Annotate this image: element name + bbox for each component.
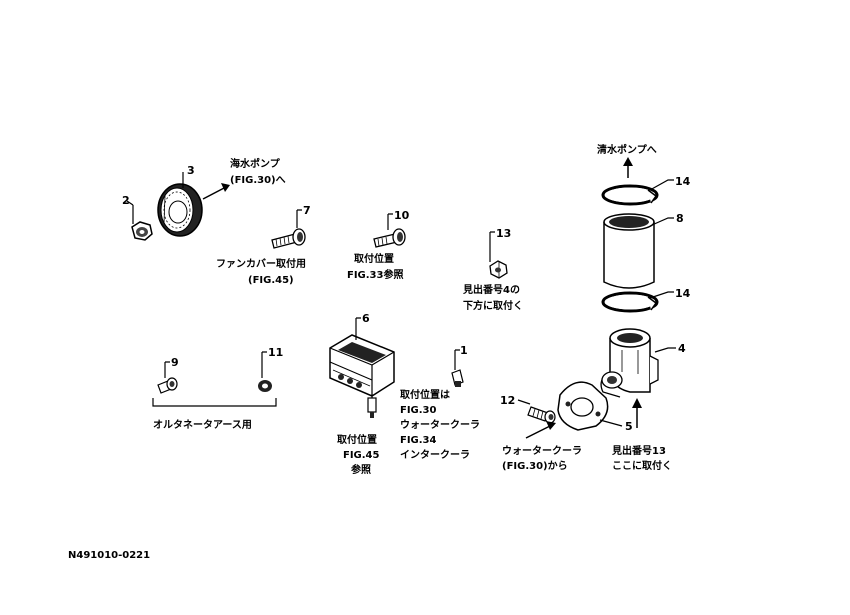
arrow-to-seawater-pump (202, 183, 230, 200)
part-14-clamp-lower (601, 291, 659, 313)
leader-2 (126, 200, 134, 224)
leader-8 (651, 217, 674, 226)
part-4-elbow-housing (600, 328, 659, 398)
part-12-bolt (527, 406, 556, 424)
part-1-fitting (451, 369, 464, 387)
callout-14-lower: 14 (675, 287, 691, 300)
leader-9 (164, 361, 170, 378)
part-10-bolt (373, 228, 406, 248)
leader-13 (489, 231, 495, 262)
label-mount-note-5: インタークーラ (400, 449, 470, 461)
label-alternator-ground: オルタネータアース用 (153, 419, 252, 431)
leader-4 (654, 347, 676, 353)
label-mount-note-1: 取付位置は (400, 388, 450, 401)
label-under-item4-2: 下方に取付く (463, 299, 523, 312)
callout-5: 5 (625, 420, 633, 433)
label-fan-cover-fig: (FIG.45) (248, 275, 294, 286)
callout-8: 8 (676, 212, 684, 225)
leader-6 (355, 317, 361, 340)
label-from-water-cooler-fig: (FIG.30)から (502, 460, 568, 472)
label-fan-cover: ファンカバー取付用 (216, 257, 306, 270)
leader-1 (454, 349, 460, 370)
part-14-clamp-upper (601, 184, 659, 206)
label-mount-fig45-see: 参照 (351, 463, 371, 476)
label-attach-item13: 見出番号13 (611, 444, 666, 457)
part-6-relay-box (329, 334, 395, 418)
leader-10 (387, 213, 393, 230)
callout-6: 6 (362, 312, 370, 325)
callout-14-upper: 14 (675, 175, 691, 188)
part-7-bolt (271, 228, 306, 249)
part-9-screw (157, 377, 178, 394)
part-2-nut (131, 221, 153, 241)
arrow-from-water-cooler (525, 421, 556, 439)
callout-9: 9 (171, 356, 179, 369)
callout-1: 1 (460, 344, 468, 357)
callout-11: 11 (268, 346, 283, 359)
callout-13: 13 (496, 227, 511, 240)
label-attach-item13-2: ここに取付く (612, 459, 672, 472)
leader-14-upper (649, 179, 674, 191)
callout-12: 12 (500, 394, 515, 407)
callout-3: 3 (187, 164, 195, 177)
label-under-item4: 見出番号4の (462, 283, 520, 296)
drawing-code: N491010-0221 (68, 550, 150, 561)
part-3-gear (157, 183, 203, 237)
leader-7 (296, 209, 302, 228)
part-13-plug (489, 260, 508, 279)
arrow-attach-item13 (632, 398, 642, 428)
arrow-to-fresh-water-pump (623, 157, 633, 178)
label-seawater-pump-fig: (FIG.30)へ (230, 175, 286, 186)
bracket-alternator-ground (152, 398, 277, 407)
leader-11 (261, 351, 267, 378)
label-mount-fig33-ref: FIG.33参照 (347, 268, 403, 281)
leader-14-lower (649, 291, 674, 299)
label-mount-note-3: ウォータークーラ (400, 419, 480, 431)
part-5-gasket (557, 381, 609, 431)
callout-2: 2 (122, 194, 130, 207)
part-11-washer (258, 380, 272, 392)
label-fresh-water-pump: 清水ポンプへ (597, 143, 657, 156)
label-mount-note-4: FIG.34 (400, 435, 437, 446)
callout-10: 10 (394, 209, 410, 222)
leader-12 (517, 399, 531, 405)
part-8-hose (603, 213, 655, 289)
label-seawater-pump: 海水ポンプ (230, 157, 281, 170)
leader-5 (599, 419, 623, 427)
label-mount-fig33: 取付位置 (354, 252, 394, 265)
label-mount-fig45: 取付位置 (337, 433, 377, 446)
label-mount-fig45-ref: FIG.45 (343, 450, 380, 461)
callout-7: 7 (303, 204, 311, 217)
callout-4: 4 (678, 342, 686, 355)
label-mount-note-2: FIG.30 (400, 405, 437, 416)
label-from-water-cooler: ウォータークーラ (502, 445, 582, 457)
